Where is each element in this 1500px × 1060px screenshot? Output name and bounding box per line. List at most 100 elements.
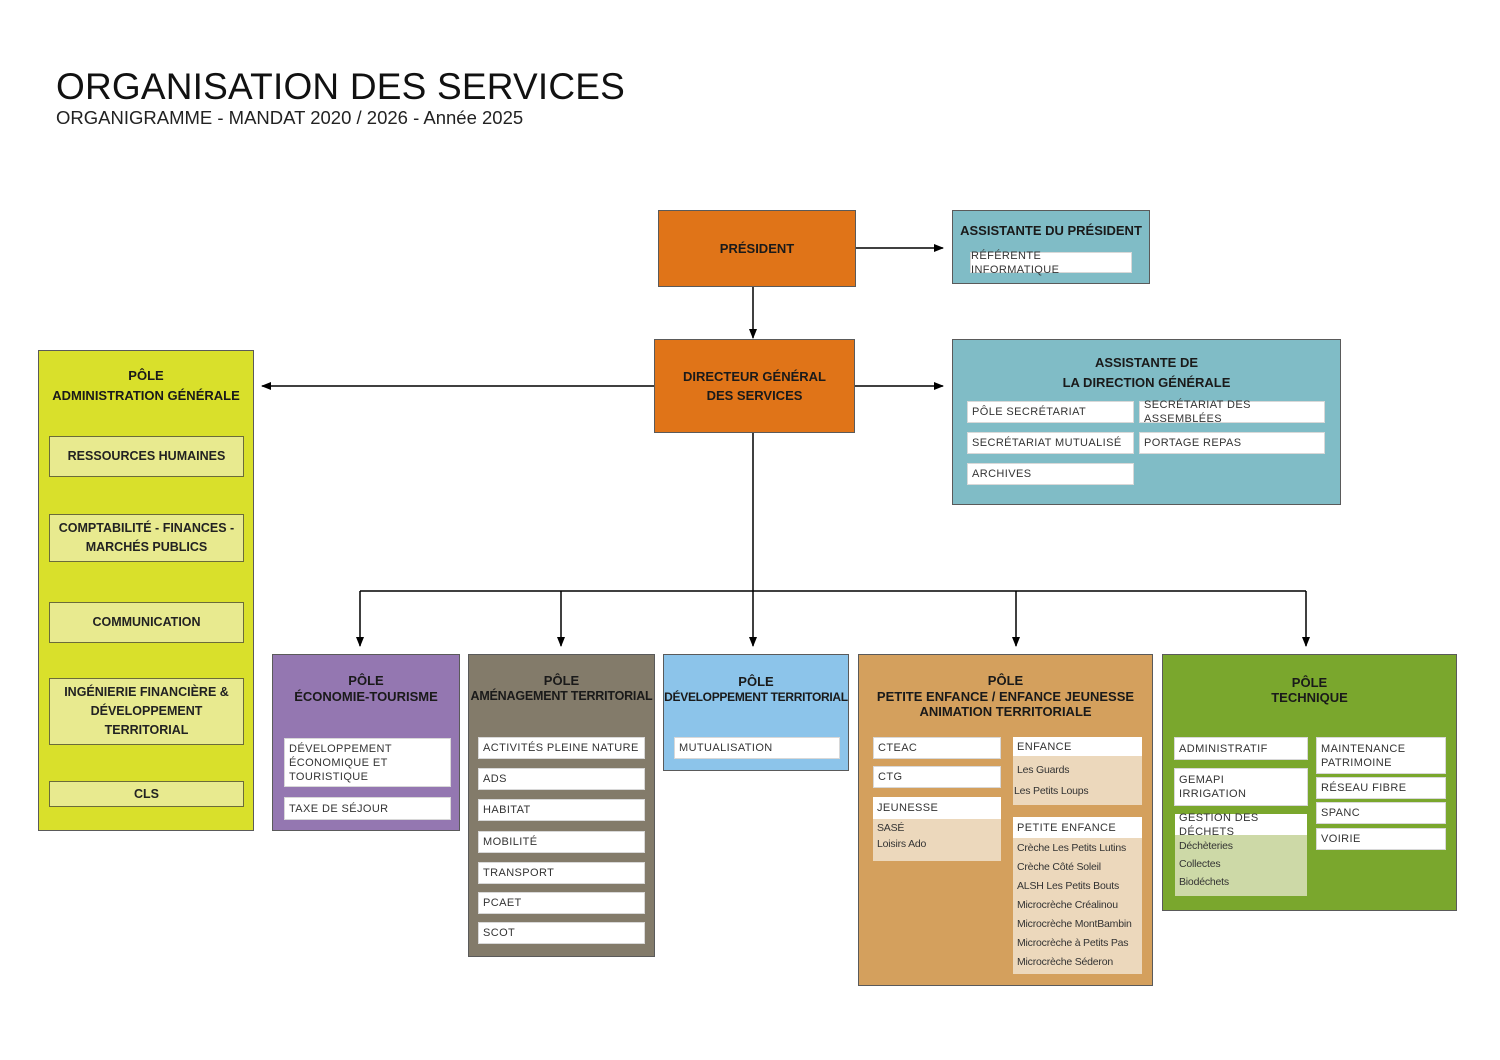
pole-economie-title-line2: ÉCONOMIE-TOURISME bbox=[294, 689, 438, 704]
item-cls[interactable]: CLS bbox=[49, 781, 244, 807]
pole-amenagement-title-line2: AMÉNAGEMENT TERRITORIAL bbox=[470, 689, 653, 703]
group-gestion-dechets[interactable]: GESTION DES DÉCHETS Déchèteries Collecte… bbox=[1175, 812, 1307, 896]
item-label: CLS bbox=[134, 786, 159, 801]
sub-item: Loisirs Ado bbox=[877, 838, 927, 850]
item-activites-pleine-nature[interactable]: ACTIVITÉS PLEINE NATURE bbox=[478, 737, 645, 759]
item-voirie[interactable]: VOIRIE bbox=[1316, 828, 1446, 850]
item-comptabilite-finances[interactable]: COMPTABILITÉ - FINANCES - MARCHÉS PUBLIC… bbox=[49, 514, 244, 562]
group-dechets-title: GESTION DES DÉCHETS bbox=[1175, 812, 1307, 838]
assistante-dg-box[interactable]: ASSISTANTE DE LA DIRECTION GÉNÉRALE PÔLE… bbox=[952, 339, 1341, 505]
pole-admin-title-line1: PÔLE bbox=[128, 368, 164, 383]
item-spanc[interactable]: SPANC bbox=[1316, 802, 1446, 824]
sub-item: Biodéchets bbox=[1179, 876, 1229, 888]
item-pcaet[interactable]: PCAET bbox=[478, 892, 645, 914]
assistante-president-title: ASSISTANTE DU PRÉSIDENT bbox=[960, 223, 1142, 238]
sub-item: Les Guards bbox=[1017, 764, 1070, 776]
item-ads[interactable]: ADS bbox=[478, 768, 645, 790]
item-ingenierie-financiere[interactable]: INGÉNIERIE FINANCIÈRE & DÉVELOPPEMENT TE… bbox=[49, 678, 244, 745]
group-petite-enfance-title: PETITE ENFANCE bbox=[1013, 817, 1142, 838]
sub-item: ALSH Les Petits Bouts bbox=[1017, 880, 1120, 892]
item-label-line2: PATRIMOINE bbox=[1321, 756, 1392, 769]
item-mobilite[interactable]: MOBILITÉ bbox=[478, 831, 645, 853]
pole-enfance-title-line1: PÔLE bbox=[987, 673, 1024, 688]
pole-amenagement-territorial[interactable]: PÔLE AMÉNAGEMENT TERRITORIAL ACTIVITÉS P… bbox=[468, 654, 655, 957]
item-label-line1: INGÉNIERIE FINANCIÈRE & bbox=[64, 685, 229, 699]
item-label-line2: IRRIGATION bbox=[1179, 788, 1247, 800]
sub-item: SASÉ bbox=[877, 822, 905, 834]
item-secretariat-assemblees[interactable]: SECRÉTARIAT DES ASSEMBLÉES bbox=[1139, 399, 1325, 425]
item-label-line1: COMPTABILITÉ - FINANCES - bbox=[58, 521, 235, 535]
item-referente-informatique[interactable]: RÉFÉRENTE INFORMATIQUE bbox=[970, 250, 1132, 276]
pole-technique-title-line2: TECHNIQUE bbox=[1271, 690, 1348, 705]
group-petite-enfance[interactable]: PETITE ENFANCE Crèche Les Petits Lutins … bbox=[1013, 817, 1142, 974]
sub-item: Microcrèche Créalinou bbox=[1017, 899, 1118, 911]
sub-item: Les Petits Loups bbox=[1014, 785, 1089, 797]
group-jeunesse-title: JEUNESSE bbox=[873, 797, 1001, 819]
item-communication[interactable]: COMMUNICATION bbox=[49, 602, 244, 643]
item-taxe-de-sejour[interactable]: TAXE DE SÉJOUR bbox=[284, 797, 451, 820]
item-gemapi-irrigation[interactable]: GEMAPI IRRIGATION bbox=[1174, 768, 1308, 806]
item-habitat[interactable]: HABITAT bbox=[478, 799, 645, 821]
item-label-line1: GEMAPI bbox=[1179, 774, 1225, 786]
item-label-line1: DÉVELOPPEMENT bbox=[289, 742, 393, 755]
item-secretariat-mutualise[interactable]: SECRÉTARIAT MUTUALISÉ bbox=[967, 432, 1134, 454]
item-archives[interactable]: ARCHIVES bbox=[967, 463, 1134, 485]
president-box[interactable]: PRÉSIDENT bbox=[658, 210, 856, 287]
pole-enfance-title-line2: PETITE ENFANCE / ENFANCE JEUNESSE bbox=[876, 689, 1135, 704]
item-transport[interactable]: TRANSPORT bbox=[478, 862, 645, 884]
dgs-label-line2: DES SERVICES bbox=[706, 388, 803, 403]
pole-developpement-territorial[interactable]: PÔLE DÉVELOPPEMENT TERRITORIAL MUTUALISA… bbox=[663, 654, 849, 771]
item-label: RESSOURCES HUMAINES bbox=[67, 449, 226, 463]
dgs-box[interactable]: DIRECTEUR GÉNÉRAL DES SERVICES bbox=[654, 339, 855, 433]
sub-item: Microcrèche Séderon bbox=[1017, 956, 1113, 968]
sub-item: Crèche Côté Soleil bbox=[1017, 861, 1101, 873]
item-maintenance-patrimoine[interactable]: MAINTENANCE PATRIMOINE bbox=[1316, 737, 1446, 774]
sub-item: Microcrèche à Petits Pas bbox=[1017, 937, 1129, 949]
item-administratif[interactable]: ADMINISTRATIF bbox=[1174, 737, 1308, 760]
item-label: COMMUNICATION bbox=[92, 615, 201, 629]
item-label-line1: MAINTENANCE bbox=[1321, 742, 1406, 755]
item-mutualisation[interactable]: MUTUALISATION bbox=[674, 737, 840, 759]
assistante-dg-title-line1: ASSISTANTE DE bbox=[1094, 355, 1199, 370]
group-enfance-title: ENFANCE bbox=[1013, 737, 1142, 756]
item-cteac[interactable]: CTEAC bbox=[873, 737, 1001, 759]
item-label-line2: MARCHÉS PUBLICS bbox=[85, 540, 208, 554]
page-subtitle: ORGANIGRAMME - MANDAT 2020 / 2026 - Anné… bbox=[56, 107, 524, 128]
pole-admin-title-line2: ADMINISTRATION GÉNÉRALE bbox=[52, 388, 240, 403]
group-jeunesse[interactable]: JEUNESSE SASÉ Loisirs Ado bbox=[873, 797, 1001, 861]
pole-economie-title-line1: PÔLE bbox=[348, 673, 384, 688]
item-pole-secretariat[interactable]: PÔLE SECRÉTARIAT bbox=[967, 401, 1134, 423]
pole-technique[interactable]: PÔLE TECHNIQUE ADMINISTRATIF GEMAPI IRRI… bbox=[1162, 654, 1457, 911]
sub-item: Collectes bbox=[1179, 858, 1221, 870]
group-enfance-list: Les Guards Les Petits Loups bbox=[1013, 760, 1142, 802]
item-ctg[interactable]: CTG bbox=[873, 766, 1001, 788]
assistante-president-box[interactable]: ASSISTANTE DU PRÉSIDENT RÉFÉRENTE INFORM… bbox=[952, 210, 1150, 284]
item-portage-repas[interactable]: PORTAGE REPAS bbox=[1139, 432, 1325, 454]
item-label-line2: ÉCONOMIQUE ET TOURISTIQUE bbox=[289, 756, 388, 783]
sub-item: Déchèteries bbox=[1179, 840, 1233, 852]
pole-enfance-title-line3: ANIMATION TERRITORIALE bbox=[919, 704, 1092, 719]
item-developpement-economique[interactable]: DÉVELOPPEMENT ÉCONOMIQUE ET TOURISTIQUE bbox=[284, 738, 451, 787]
pole-developpement-title-line2: DÉVELOPPEMENT TERRITORIAL bbox=[664, 690, 848, 704]
pole-developpement-title-line1: PÔLE bbox=[738, 674, 774, 689]
pole-administration-generale[interactable]: PÔLE ADMINISTRATION GÉNÉRALE RESSOURCES … bbox=[38, 350, 254, 831]
item-reseau-fibre[interactable]: RÉSEAU FIBRE bbox=[1316, 777, 1446, 799]
pole-petite-enfance-jeunesse[interactable]: PÔLE PETITE ENFANCE / ENFANCE JEUNESSE A… bbox=[858, 654, 1153, 986]
item-scot[interactable]: SCOT bbox=[478, 922, 645, 944]
president-label: PRÉSIDENT bbox=[719, 241, 795, 256]
item-label-line2: DÉVELOPPEMENT TERRITORIAL bbox=[90, 704, 203, 737]
sub-item: Microcrèche MontBambin bbox=[1017, 918, 1132, 930]
group-petite-enfance-list: Crèche Les Petits Lutins Crèche Côté Sol… bbox=[1013, 839, 1142, 972]
pole-amenagement-title-line1: PÔLE bbox=[543, 673, 580, 688]
item-ressources-humaines[interactable]: RESSOURCES HUMAINES bbox=[49, 436, 244, 477]
page-title: ORGANISATION DES SERVICES bbox=[56, 66, 626, 107]
group-enfance[interactable]: ENFANCE Les Guards Les Petits Loups bbox=[1013, 737, 1142, 805]
assistante-dg-title-line2: LA DIRECTION GÉNÉRALE bbox=[1062, 375, 1231, 390]
dgs-label-line1: DIRECTEUR GÉNÉRAL bbox=[682, 369, 826, 384]
group-dechets-list: Déchèteries Collectes Biodéchets bbox=[1175, 837, 1307, 891]
group-jeunesse-list: SASÉ Loisirs Ado bbox=[873, 820, 1001, 852]
pole-technique-title-line1: PÔLE bbox=[1291, 675, 1328, 690]
sub-item: Crèche Les Petits Lutins bbox=[1017, 842, 1127, 854]
pole-economie-tourisme[interactable]: PÔLE ÉCONOMIE-TOURISME DÉVELOPPEMENT ÉCO… bbox=[272, 654, 460, 831]
